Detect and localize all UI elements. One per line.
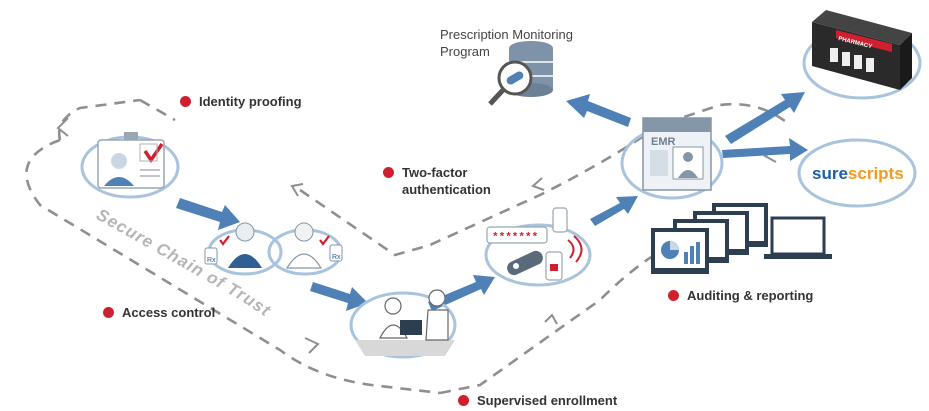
label-two-factor: Two-factor authentication — [383, 164, 491, 198]
pharmacy-icon: PHARMACY — [802, 10, 922, 100]
surescripts-sure: sure — [812, 164, 848, 183]
label-identity-proofing: Identity proofing — [180, 93, 302, 110]
rx-tag-1: Rx — [207, 257, 216, 264]
password-mask: ******* — [492, 232, 538, 244]
red-bullet-icon — [103, 307, 114, 318]
arrow-access-to-enrollment — [310, 282, 368, 311]
arrow-emr-to-pharmacy — [725, 92, 805, 144]
arrow-enrollment-to-auth — [428, 275, 495, 311]
auditing-reporting-text: Auditing & reporting — [687, 288, 814, 303]
two-factor-line2: authentication — [402, 182, 491, 197]
red-bullet-icon — [668, 290, 679, 301]
pmp-database-icon — [488, 41, 553, 106]
emr-label: EMR — [651, 136, 676, 148]
surescripts-text: surescripts — [812, 164, 904, 183]
two-factor-line1: Two-factor — [402, 165, 468, 180]
label-supervised-enrollment: Supervised enrollment — [458, 392, 617, 409]
emr-icon: EMR — [620, 117, 724, 200]
arrow-emr-to-pmp — [566, 94, 631, 127]
identity-proofing-icon — [80, 132, 180, 199]
access-control-icon: Rx Rx — [204, 222, 343, 276]
access-control-text: Access control — [122, 305, 216, 320]
label-auditing-reporting: Auditing & reporting — [668, 287, 813, 304]
auditing-reporting-icon — [651, 203, 832, 274]
identity-proofing-text: Identity proofing — [199, 94, 302, 109]
supervised-enrollment-icon — [349, 289, 457, 359]
surescripts-logo: surescripts — [797, 138, 917, 208]
label-pmp: Prescription Monitoring Program — [440, 26, 573, 60]
surescripts-scripts: scripts — [848, 164, 904, 183]
arrow-identity-to-access — [176, 198, 240, 230]
flow-arrows — [176, 92, 808, 311]
supervised-enrollment-text: Supervised enrollment — [477, 393, 618, 408]
arrow-auth-to-emr — [590, 196, 638, 226]
arrow-emr-to-surescripts — [722, 138, 808, 161]
pmp-line2: Program — [440, 44, 490, 59]
red-bullet-icon — [458, 395, 469, 406]
red-bullet-icon — [180, 96, 191, 107]
red-bullet-icon — [383, 167, 394, 178]
label-access-control: Access control — [103, 304, 215, 321]
rx-tag-2: Rx — [332, 254, 341, 261]
two-factor-icon: ******* — [484, 207, 592, 287]
pmp-line1: Prescription Monitoring — [440, 27, 573, 42]
